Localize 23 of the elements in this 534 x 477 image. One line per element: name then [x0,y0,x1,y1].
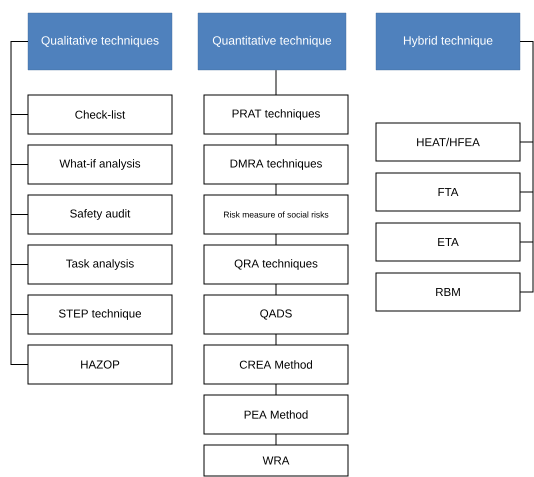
technique-box: PEA Method [204,394,348,434]
technique-box: Safety audit [28,194,172,234]
technique-box: HAZOP [28,344,172,384]
technique-box: Check-list [28,94,172,134]
technique-box: ETA [376,222,520,262]
technique-box: PRAT techniques [204,94,348,134]
connector-line [520,41,534,292]
technique-box: HEAT/HFEA [376,122,520,162]
category-box: Hybrid technique [376,12,520,70]
technique-box: CREA Method [204,344,348,384]
technique-box: WRA [204,444,348,476]
technique-box: QADS [204,294,348,334]
technique-box: Risk measure of social risks [204,194,348,234]
technique-box: STEP technique [28,294,172,334]
technique-box: QRA techniques [204,244,348,284]
connector-line [10,41,28,365]
technique-box: RBM [376,272,520,312]
technique-box: What-if analysis [28,144,172,184]
technique-box: DMRA techniques [204,144,348,184]
technique-box: Task analysis [28,244,172,284]
technique-box: FTA [376,172,520,212]
category-box: Quantitative technique [198,12,346,70]
category-box: Qualitative techniques [28,12,172,70]
